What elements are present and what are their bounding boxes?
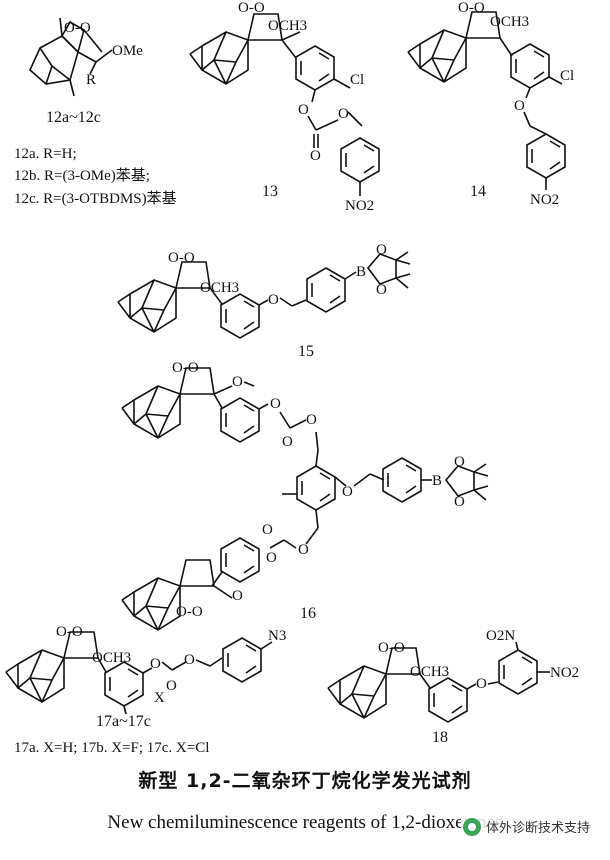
svg-text:O-O: O-O [168,250,195,266]
compound-15-structure: O-O OCH3 O B O O 15 [117,242,411,360]
svg-text:O-O: O-O [458,0,485,16]
svg-text:O-O: O-O [176,604,203,620]
compound-13-label: 13 [262,183,278,200]
compound-12-label: 12a~12c [46,109,101,126]
compound-15-label: 15 [298,343,314,360]
compound-17-x: X [154,690,165,706]
svg-text:O: O [298,542,309,558]
svg-text:O: O [454,494,465,510]
svg-text:O: O [306,412,317,428]
svg-text:O: O [338,106,349,122]
svg-text:O: O [476,676,487,692]
svg-text:O: O [262,522,273,538]
watermark-text: 体外诊断技术支持 [485,821,590,836]
figure-caption-chinese: 新型 1,2-二氧杂环丁烷化学发光试剂 [138,770,472,792]
svg-text:O: O [232,588,243,604]
watermark-badge: 体外诊断技术支持 [460,815,596,838]
wechat-logo-icon [462,817,481,836]
svg-text:O: O [270,396,281,412]
compound-18-structure: O-O OCH3 O O2N NO2 18 [327,628,579,746]
compound-17-n3: N3 [268,628,286,644]
compound-15-och3: OCH3 [200,280,239,296]
svg-text:O-O: O-O [64,20,91,36]
compound-14-structure: O-O OCH3 Cl O NO2 14 [407,0,574,208]
svg-text:O: O [310,148,321,164]
compound-13-cl: Cl [350,72,364,88]
compound-12-note-a: 12a. R=H; [14,146,77,162]
svg-text:O-O: O-O [56,624,83,640]
svg-text:O: O [282,434,293,450]
compound-14-label: 14 [470,183,486,200]
compound-13-och3: OCH3 [268,18,307,34]
compound-16-boron: B [432,473,442,489]
svg-text:O: O [376,282,387,298]
compound-12-note-b: 12b. R=(3-OMe)苯基; [14,167,150,184]
svg-text:O-O: O-O [238,0,265,16]
svg-text:O: O [376,242,387,258]
compound-14-och3: OCH3 [490,14,529,30]
svg-text:O: O [514,98,525,114]
compound-14-cl: Cl [560,68,574,84]
compound-12-ome: OMe [112,43,143,59]
compound-16-label: 16 [300,605,316,622]
svg-text:O-O: O-O [172,360,199,376]
compound-17-label: 17a~17c [96,713,151,730]
svg-text:O-O: O-O [378,640,405,656]
figure-caption-english: New chemiluminescence reagents of 1,2-di… [107,812,503,833]
svg-text:O: O [150,656,161,672]
svg-text:O: O [268,292,279,308]
compound-14-no2: NO2 [530,192,559,208]
compound-17-notes: 17a. X=H; 17b. X=F; 17c. X=Cl [14,740,209,756]
svg-text:O: O [454,454,465,470]
compound-13-structure: O-O OCH3 Cl O O O NO2 13 [189,0,380,214]
compound-15-boron: B [356,264,366,280]
svg-text:O: O [342,484,353,500]
compound-16-structure: O-O O O O O O B O O O O O [121,360,489,631]
compound-12-structure: O-O OMe R 12a~12c 12a. R=H; 12b. R=(3-OM… [14,17,177,207]
compound-12-r-label: R [86,72,96,88]
compound-18-no2-top: O2N [486,628,515,644]
svg-text:O: O [298,102,309,118]
compound-18-no2-right: NO2 [550,665,579,681]
compound-13-no2: NO2 [345,198,374,214]
compound-17-och3: OCH3 [92,650,131,666]
svg-text:O: O [184,652,195,668]
compound-17-structure: O-O OCH3 X O O O N3 17a~17c 17a. X=H; 17… [5,624,286,756]
svg-text:O: O [266,550,277,566]
compound-18-och3: OCH3 [410,664,449,680]
svg-text:O: O [232,374,243,390]
svg-text:O: O [166,678,177,694]
compound-18-label: 18 [432,729,448,746]
compound-12-note-c: 12c. R=(3-OTBDMS)苯基 [14,190,177,207]
